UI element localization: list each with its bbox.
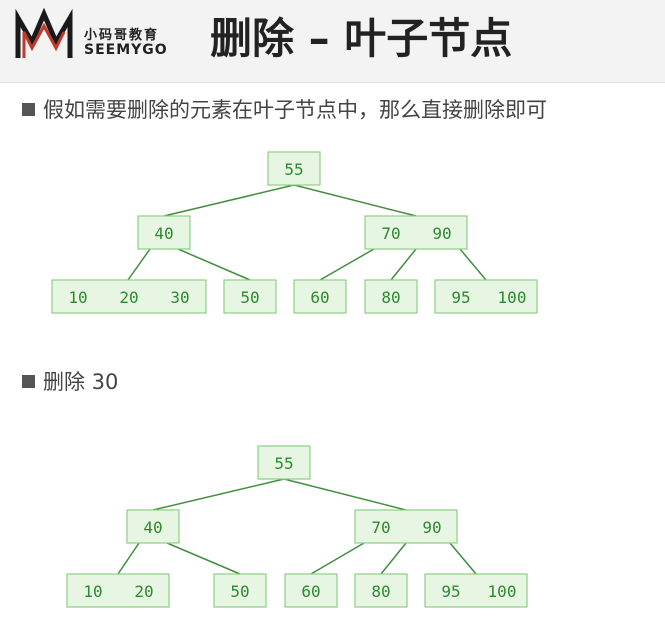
before-tree-edge-5 bbox=[319, 248, 375, 281]
after-leaf-node-5: 95 100 bbox=[424, 573, 528, 608]
after-internal-node-1-box bbox=[126, 509, 180, 544]
before-internal-node-2-key: 70 bbox=[381, 224, 400, 243]
after-leaf-node-3-box bbox=[284, 573, 338, 608]
before-internal-node-1: 40 bbox=[137, 215, 191, 250]
logo: 小码哥教育 SEEMYGO bbox=[14, 8, 204, 70]
before-leaf-node-5-key: 100 bbox=[498, 288, 527, 307]
bullet-square-icon bbox=[22, 103, 35, 116]
before-internal-node-2: 70 90 bbox=[364, 215, 468, 250]
header-bar: 小码哥教育 SEEMYGO 删除 – 叶子节点 bbox=[0, 0, 665, 83]
before-leaf-node-3-box bbox=[293, 279, 347, 314]
after-leaf-node-1-key: 10 bbox=[83, 582, 102, 601]
before-leaf-node-4-key: 80 bbox=[381, 288, 400, 307]
after-tree-edge-6 bbox=[380, 542, 407, 575]
before-leaf-node-2-box bbox=[223, 279, 277, 314]
logo-english-name: SEEMYGO bbox=[84, 42, 168, 58]
before-root-node: 55 bbox=[267, 151, 321, 186]
after-leaf-node-5-key: 95 bbox=[441, 582, 460, 601]
after-tree-edge-2 bbox=[283, 478, 407, 511]
before-internal-node-1-key: 40 bbox=[154, 224, 173, 243]
before-tree-edge-3 bbox=[127, 248, 151, 281]
after-leaf-node-1-key: 20 bbox=[134, 582, 153, 601]
before-internal-node-2-box bbox=[364, 215, 468, 250]
before-leaf-node-4: 80 bbox=[364, 279, 418, 314]
before-leaf-node-1-key: 10 bbox=[68, 288, 87, 307]
before-tree-edge-4 bbox=[177, 248, 251, 281]
after-internal-node-2: 70 90 bbox=[354, 509, 458, 544]
after-leaf-node-4-key: 80 bbox=[371, 582, 390, 601]
after-leaf-node-3: 60 bbox=[284, 573, 338, 608]
before-root-node-key: 55 bbox=[284, 160, 303, 179]
after-leaf-node-3-key: 60 bbox=[301, 582, 320, 601]
before-leaf-node-2: 50 bbox=[223, 279, 277, 314]
after-leaf-node-1-box bbox=[66, 573, 170, 608]
after-leaf-node-5-box bbox=[424, 573, 528, 608]
after-tree-edge-1 bbox=[152, 478, 285, 511]
logo-chinese-name: 小码哥教育 bbox=[84, 28, 160, 43]
before-internal-node-2-key: 90 bbox=[432, 224, 451, 243]
before-tree-edge-1 bbox=[163, 184, 295, 217]
after-leaf-node-5-key: 100 bbox=[488, 582, 517, 601]
after-root-node: 55 bbox=[257, 445, 311, 480]
bullet-delete-step: 删除 30 bbox=[22, 369, 118, 395]
before-leaf-node-5: 95 100 bbox=[434, 279, 538, 314]
before-leaf-node-5-box bbox=[434, 279, 538, 314]
after-leaf-node-1: 10 20 bbox=[66, 573, 170, 608]
before-leaf-node-5-key: 95 bbox=[451, 288, 470, 307]
before-root-node-box bbox=[267, 151, 321, 186]
after-internal-node-2-key: 90 bbox=[422, 518, 441, 537]
before-leaf-node-2-key: 50 bbox=[240, 288, 259, 307]
after-leaf-node-2: 50 bbox=[213, 573, 267, 608]
after-tree-edge-5 bbox=[310, 542, 365, 575]
before-tree-edge-7 bbox=[459, 248, 487, 281]
seemygo-logo-icon bbox=[15, 8, 73, 58]
before-leaf-node-3: 60 bbox=[293, 279, 347, 314]
after-leaf-node-2-key: 50 bbox=[230, 582, 249, 601]
after-root-node-key: 55 bbox=[274, 454, 293, 473]
after-leaf-node-4-box bbox=[354, 573, 408, 608]
before-leaf-node-1: 10 20 30 bbox=[51, 279, 207, 314]
bullet-description: 假如需要删除的元素在叶子节点中，那么直接删除即可 bbox=[22, 97, 547, 123]
after-leaf-node-4: 80 bbox=[354, 573, 408, 608]
before-internal-node-1-box bbox=[137, 215, 191, 250]
bullet-square-icon bbox=[22, 375, 35, 388]
after-tree-edge-7 bbox=[449, 542, 477, 575]
before-leaf-node-3-key: 60 bbox=[310, 288, 329, 307]
b-tree-before-diagram: 55 40 70 90 10 20 30 50 60 80 95 100 bbox=[51, 151, 538, 314]
b-tree-after-diagram: 55 40 70 90 10 20 50 60 80 95 100 bbox=[66, 445, 528, 608]
bullet-delete-step-text: 删除 30 bbox=[43, 370, 119, 394]
after-internal-node-1-key: 40 bbox=[143, 518, 162, 537]
after-root-node-box bbox=[257, 445, 311, 480]
page-title: 删除 – 叶子节点 bbox=[210, 14, 513, 63]
after-leaf-node-2-box bbox=[213, 573, 267, 608]
bullet-description-text: 假如需要删除的元素在叶子节点中，那么直接删除即可 bbox=[43, 98, 547, 122]
after-tree-edge-3 bbox=[117, 542, 140, 575]
after-tree-edge-4 bbox=[166, 542, 241, 575]
after-internal-node-2-key: 70 bbox=[371, 518, 390, 537]
before-leaf-node-1-box bbox=[51, 279, 207, 314]
before-leaf-node-1-key: 30 bbox=[170, 288, 189, 307]
before-tree-edge-6 bbox=[390, 248, 417, 281]
after-internal-node-2-box bbox=[354, 509, 458, 544]
after-internal-node-1: 40 bbox=[126, 509, 180, 544]
before-leaf-node-4-box bbox=[364, 279, 418, 314]
before-tree-edge-2 bbox=[293, 184, 417, 217]
before-leaf-node-1-key: 20 bbox=[119, 288, 138, 307]
